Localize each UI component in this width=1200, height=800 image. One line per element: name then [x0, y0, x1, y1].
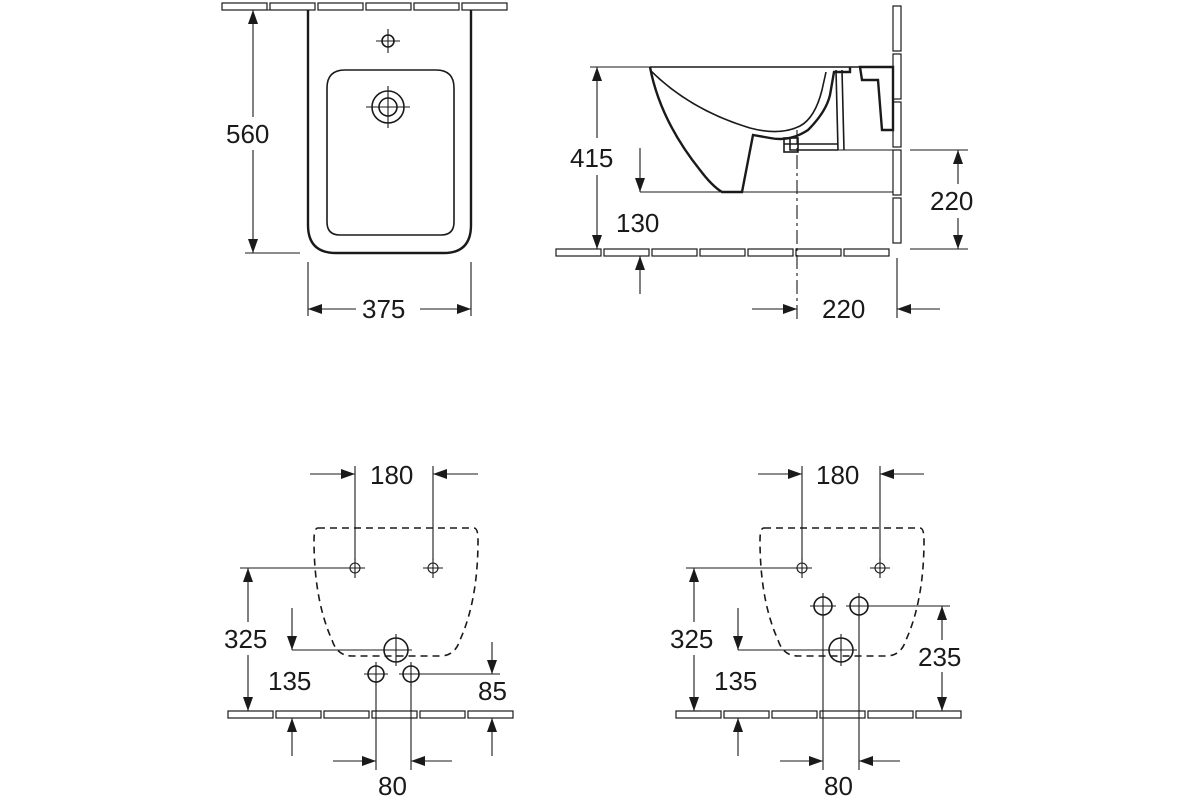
dim-wall-offset-label: 220 [822, 294, 865, 324]
bidet-bowl-top [326, 69, 455, 236]
supply-hole-icon [810, 593, 836, 619]
dim-supply-spacing-right-label: 80 [824, 771, 853, 800]
waste-hole-icon [380, 634, 412, 666]
floor-plan-right: 180 325 135 235 [670, 460, 962, 800]
bolt-hole-icon [792, 558, 812, 578]
dim-supply-height-right-label: 235 [918, 642, 961, 672]
dim-bolt-spacing-left [310, 466, 478, 560]
dim-wall-offset [752, 258, 940, 318]
bolt-hole-icon [345, 558, 365, 578]
dim-supply-height-label: 220 [930, 186, 973, 216]
dim-bolt-height-left-label: 325 [224, 624, 267, 654]
wall-strip-side [892, 5, 902, 244]
dim-supply-spacing-left [333, 682, 452, 770]
floor-plan-left: 180 325 135 85 [224, 460, 514, 800]
tap-hole-icon [376, 29, 400, 53]
dim-supply-spacing-right [780, 616, 900, 770]
top-view: 560 375 [221, 2, 508, 324]
dim-waste-height-right [733, 608, 829, 756]
dim-depth-label: 560 [226, 119, 269, 149]
dim-width-label: 375 [362, 294, 405, 324]
dim-supply-height-left-label: 85 [478, 676, 507, 706]
drain-icon [366, 86, 410, 128]
floor-strip-left [227, 710, 514, 719]
dim-supply-height [910, 149, 968, 250]
dim-height [590, 66, 650, 249]
dim-bolt-spacing-right-label: 180 [816, 460, 859, 490]
dim-floor-clearance-label: 130 [616, 208, 659, 238]
dim-waste-height-right-label: 135 [714, 666, 757, 696]
wall-strip-top [221, 2, 508, 11]
dim-supply-spacing-left-label: 80 [378, 771, 407, 800]
floor-strip-side [555, 248, 890, 257]
dim-supply-height-right [868, 605, 950, 711]
bidet-profile-side [648, 66, 852, 194]
bidet-footprint-right [759, 527, 925, 657]
bidet-outline-top [306, 10, 473, 255]
waste-hole-icon [825, 634, 857, 666]
dim-floor-clearance [635, 148, 645, 294]
dim-waste-height-left-label: 135 [268, 666, 311, 696]
dim-bolt-spacing-left-label: 180 [370, 460, 413, 490]
bolt-hole-icon [870, 558, 890, 578]
dim-bolt-height-right-label: 325 [670, 624, 713, 654]
dim-bolt-height-right [686, 567, 792, 711]
dim-bolt-height-left [240, 567, 345, 711]
dim-waste-height-left [287, 608, 384, 756]
dim-width [307, 262, 472, 316]
bidet-footprint-left [313, 527, 479, 657]
side-view: 415 130 220 220 [555, 5, 973, 324]
dim-bolt-spacing-right [758, 466, 924, 560]
bolt-hole-icon [423, 558, 443, 578]
dim-supply-height-left [419, 642, 500, 756]
floor-strip-right [675, 710, 962, 719]
dim-depth [245, 9, 300, 254]
dim-height-label: 415 [570, 143, 613, 173]
